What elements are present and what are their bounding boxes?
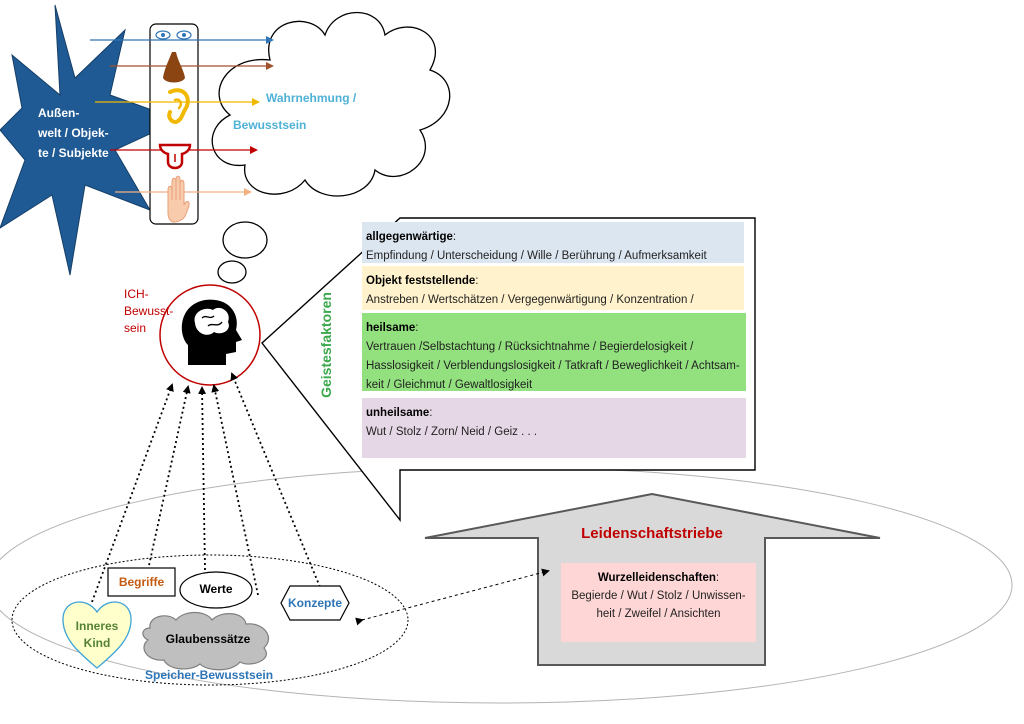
group-object-determining-title: Objekt feststellende — [366, 275, 476, 287]
root-passions-box: Wurzelleidenschaften: Begierde / Wut / S… — [561, 563, 756, 642]
memory-label: Speicher-Bewusstsein — [145, 668, 274, 682]
group-object-determining: Objekt feststellende: Anstreben / Wertsc… — [362, 266, 744, 325]
inner-child-label-line1: Inneres — [75, 619, 119, 633]
inner-child-label-line2: Kind — [83, 636, 111, 650]
arrow-concepts-to-ego — [230, 372, 321, 588]
perception-label-line2: Bewusstsein — [233, 118, 307, 132]
root-passions-line2: heit / Zweifel / Ansichten — [596, 608, 721, 620]
group-wholesome-title: heilsame — [366, 322, 416, 334]
group-unwholesome-line1: Wut / Stolz / Zorn/ Neid / Geiz . . . — [366, 426, 538, 438]
root-passions-title: Wurzelleidenschaften — [597, 572, 716, 584]
root-passions-line1: Begierde / Wut / Stolz / Unwissen- — [571, 590, 746, 602]
nose-icon — [163, 52, 185, 83]
terms-label: Begriffe — [118, 575, 165, 589]
tongue-icon — [158, 143, 192, 170]
group-wholesome-line2: Hasslosigkeit / Verblendungslosigkeit / … — [366, 360, 740, 372]
group-omnipresent-line1: Empfindung / Unterscheidung / Wille / Be… — [366, 250, 707, 262]
ego-label-line3: sein — [124, 321, 147, 335]
group-omnipresent: allgegenwärtige: Empfindung / Unterschei… — [362, 222, 744, 263]
hand-icon — [167, 175, 190, 223]
arrow-inner-child-to-ego — [91, 383, 174, 603]
inner-child-label: Inneres Kind — [67, 618, 127, 652]
group-unwholesome-title: unheilsame — [366, 407, 430, 419]
group-unwholesome: unheilsame: Wut / Stolz / Zorn/ Neid / G… — [362, 398, 746, 458]
passions-title: Leidenschaftstriebe — [581, 525, 723, 542]
ear-icon — [167, 88, 190, 125]
arrow-values-to-ego — [198, 386, 207, 571]
ego-label-line1: ICH- — [124, 287, 149, 301]
eye-icon — [155, 30, 192, 40]
concepts-hexagon — [280, 585, 350, 621]
outer-world-star — [0, 4, 182, 276]
perception-label-line1: Wahrnehmung / — [266, 91, 357, 105]
arrow-beliefs-to-ego — [211, 384, 259, 596]
beliefs-cloud — [142, 611, 270, 671]
outer-world-label: Außen- welt / Objek- te / Subjekte — [38, 106, 109, 160]
sense-organs-panel — [149, 23, 199, 225]
ego-label-line2: Bewusst- — [124, 304, 174, 318]
terms-box — [107, 567, 176, 597]
group-wholesome: heilsame: Vertrauen /Selbstachtung / Rüc… — [362, 313, 746, 391]
values-label: Werte — [199, 582, 233, 596]
values-ellipse — [179, 571, 253, 609]
group-omnipresent-title: allgegenwärtige — [366, 231, 453, 243]
group-wholesome-line1: Vertrauen /Selbstachtung / Rücksichtnahm… — [366, 341, 694, 353]
concepts-label: Konzepte — [288, 596, 342, 610]
arrow-terms-to-ego — [147, 385, 191, 571]
beliefs-label: Glaubenssätze — [165, 632, 251, 646]
memory-to-roots-arrow — [355, 568, 550, 626]
ego-label: ICH- Bewusst- sein — [124, 286, 173, 337]
inner-child-heart — [62, 601, 132, 669]
head-brain-icon — [181, 299, 242, 365]
group-wholesome-line3: keit / Gleichmut / Gewaltlosigkeit — [366, 379, 533, 391]
mental-factors-vertical-title: Geistesfaktoren — [318, 292, 334, 398]
